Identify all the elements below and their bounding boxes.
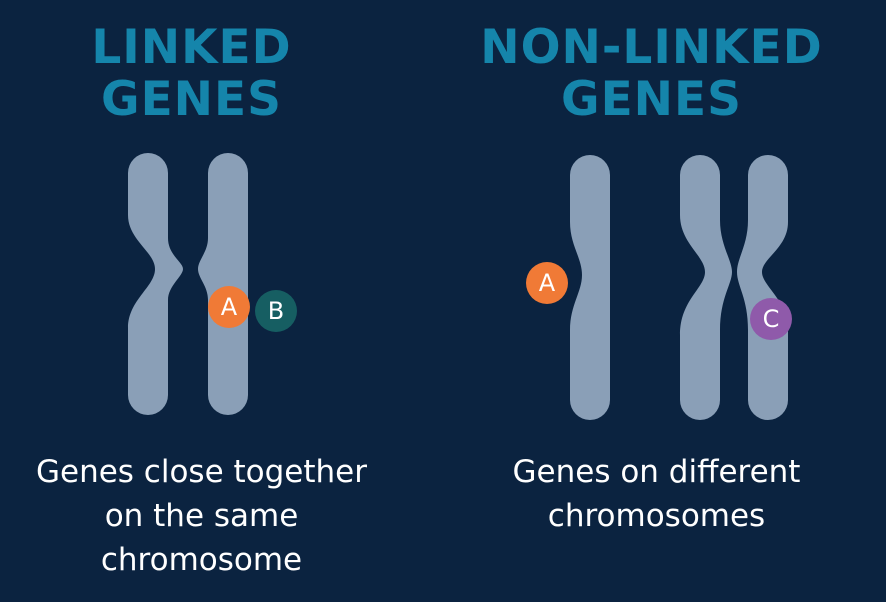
nonlinked-chromosome-single <box>570 155 610 420</box>
linked-caption-line-1: Genes close together <box>35 454 367 490</box>
linked-gene-b-label: B <box>268 297 284 325</box>
linked-title-line-2: GENES <box>101 72 282 127</box>
linked-genes-caption: Genes close together on the same chromos… <box>0 450 423 582</box>
nonlinked-title-line-2: GENES <box>561 72 742 127</box>
linked-gene-a-label: A <box>221 293 238 321</box>
linked-genes-panel: LINKED GENES Genes close together on the… <box>0 22 423 582</box>
nonlinked-gene-a-label: A <box>539 269 556 297</box>
nonlinked-gene-c-label: C <box>763 305 780 333</box>
nonlinked-genes-title: NON-LINKED GENES <box>430 22 873 126</box>
linked-genes-title: LINKED GENES <box>0 22 413 126</box>
linked-gene-b: B <box>255 290 297 332</box>
nonlinked-gene-c: C <box>750 298 792 340</box>
nonlinked-caption-line-1: Genes on different <box>512 454 801 490</box>
nonlinked-title-line-1: NON-LINKED <box>480 20 823 75</box>
linked-caption-line-2: on the same <box>104 498 299 534</box>
linked-title-line-1: LINKED <box>91 20 292 75</box>
linked-caption-line-3: chromosome <box>100 542 303 578</box>
nonlinked-gene-a: A <box>526 262 568 304</box>
linked-chromatid-right <box>198 153 248 415</box>
nonlinked-chromatid-left <box>680 155 732 420</box>
linked-gene-a: A <box>208 286 250 328</box>
nonlinked-genes-caption: Genes on different chromosomes <box>435 450 878 538</box>
nonlinked-chromatid-right <box>737 155 788 420</box>
nonlinked-genes-panel: NON-LINKED GENES Genes on different chro… <box>443 0 886 602</box>
linked-chromatid-left <box>128 153 183 415</box>
nonlinked-caption-line-2: chromosomes <box>547 498 766 534</box>
